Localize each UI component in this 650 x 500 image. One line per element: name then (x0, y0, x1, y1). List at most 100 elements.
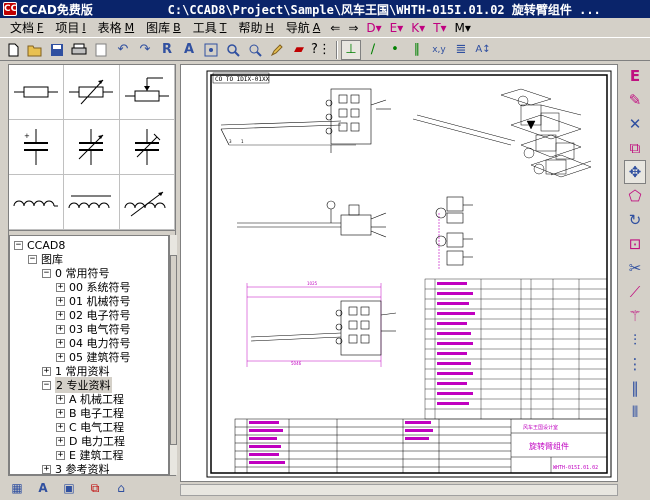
symbol-inductor[interactable] (9, 175, 65, 230)
pencil-icon[interactable] (267, 40, 287, 60)
expand-toggle-icon[interactable]: + (56, 309, 65, 320)
collapse-toggle-icon[interactable]: − (28, 253, 37, 264)
tree-node-power-engineering[interactable]: +D 电力工程 (56, 434, 125, 448)
tree-node-reference[interactable]: +3 参考资料 (42, 462, 110, 474)
parallel-lines-icon[interactable]: ‖ (631, 379, 639, 397)
copy-icon[interactable]: ⧉ (629, 139, 641, 157)
expand-toggle-icon[interactable]: + (56, 351, 65, 362)
print-icon[interactable] (69, 40, 89, 60)
brush-icon[interactable]: ✎ (628, 91, 642, 109)
nav-forward-arrow-icon[interactable]: ⇒ (348, 20, 359, 35)
linked-blocks-icon[interactable]: ⧉ (90, 480, 100, 495)
tree-node-electrical-engineering[interactable]: +C 电气工程 (56, 420, 124, 434)
tree-node-professional-info[interactable]: −2 专业资料 (42, 377, 112, 393)
font-icon[interactable]: A (38, 481, 48, 495)
expand-toggle-icon[interactable]: + (56, 295, 65, 306)
tree-node-electronic-symbols[interactable]: +02 电子符号 (56, 308, 131, 322)
trim-icon[interactable]: ⟋ (629, 283, 641, 301)
tree-scrollbar[interactable] (169, 235, 177, 475)
tool-k-dropdown[interactable]: K▾ (411, 20, 426, 35)
home-icon[interactable]: ⌂ (117, 481, 125, 495)
tree-node-mechanical-engineering[interactable]: +A 机械工程 (56, 392, 124, 406)
redo-icon[interactable]: ↷ (139, 42, 151, 57)
layers-icon[interactable]: ≣ (455, 42, 467, 57)
tree-node-common-info[interactable]: +1 常用资料 (42, 364, 110, 378)
symbol-variable-resistor[interactable] (64, 65, 120, 120)
nav-back-arrow-icon[interactable]: ⇐ (330, 20, 341, 35)
symbol-potentiometer[interactable] (119, 65, 175, 120)
edit-e-icon[interactable]: E (629, 67, 641, 85)
tool-m-dropdown[interactable]: M▾ (454, 20, 471, 35)
scale-icon[interactable]: ⊡ (628, 235, 642, 253)
undo-icon[interactable]: ↶ (117, 42, 129, 57)
expand-toggle-icon[interactable]: + (56, 393, 65, 404)
align-icon[interactable]: ⫶ (633, 331, 637, 349)
parallel-icon[interactable]: ∥ (413, 42, 421, 57)
tree-node-building-symbols[interactable]: +05 建筑符号 (56, 350, 131, 364)
tree-node-power-symbols[interactable]: +04 电力符号 (56, 336, 131, 350)
stretch-icon[interactable]: ⬠ (628, 187, 642, 205)
blank-page-icon[interactable] (91, 40, 111, 60)
expand-toggle-icon[interactable]: + (56, 407, 65, 418)
tool-e-dropdown[interactable]: E▾ (389, 20, 404, 35)
tree-node-library[interactable]: −图库 (28, 252, 63, 266)
info-icon[interactable]: ?⋮ (311, 42, 331, 57)
tree-scrollbar-thumb[interactable] (170, 255, 177, 445)
magic-wand-icon[interactable]: ⚚ (628, 307, 642, 325)
save-icon[interactable] (47, 40, 67, 60)
tool-d-dropdown[interactable]: D▾ (366, 20, 382, 35)
snap-icon[interactable]: ∕ (370, 42, 376, 57)
equal-spacing-icon[interactable]: ⦀ (631, 403, 639, 421)
zoom-fit-icon[interactable] (245, 40, 265, 60)
symbol-capacitor[interactable]: + (9, 120, 65, 175)
dimension-icon[interactable]: A↕ (475, 44, 491, 55)
collapse-toggle-icon[interactable]: − (42, 267, 51, 278)
grid-view-icon[interactable]: ▦ (11, 481, 23, 495)
ortho-icon[interactable]: ⊥ (341, 39, 361, 60)
tree-node-electrical-symbols[interactable]: +03 电气符号 (56, 322, 131, 336)
expand-toggle-icon[interactable]: + (56, 435, 65, 446)
expand-toggle-icon[interactable]: + (42, 365, 51, 376)
coordinate-icon[interactable]: x,y (432, 44, 446, 55)
image-icon[interactable]: ▣ (63, 481, 75, 495)
symbol-variable-capacitor[interactable] (64, 120, 120, 175)
tree-node-common-symbols[interactable]: −0 常用符号 (42, 266, 110, 280)
delete-icon[interactable]: ✕ (628, 115, 642, 133)
tree-node-building-engineering[interactable]: +E 建筑工程 (56, 448, 123, 462)
symbol-trimmer-capacitor[interactable] (119, 120, 175, 175)
expand-toggle-icon[interactable]: + (56, 449, 65, 460)
tree-node-mechanical-symbols[interactable]: +01 机械符号 (56, 294, 131, 308)
symbol-resistor[interactable] (9, 65, 65, 120)
expand-toggle-icon[interactable]: + (56, 323, 65, 334)
open-folder-icon[interactable] (25, 40, 45, 60)
tree-node-system-symbols[interactable]: +00 系统符号 (56, 280, 131, 294)
expand-toggle-icon[interactable]: + (56, 337, 65, 348)
expand-toggle-icon[interactable]: + (42, 463, 51, 474)
canvas-horizontal-scrollbar[interactable] (180, 484, 618, 496)
color-fill-icon[interactable]: ▰ (294, 42, 304, 57)
scissors-icon[interactable]: ✂ (628, 259, 642, 277)
point-snap-icon[interactable]: • (391, 42, 399, 57)
distribute-icon[interactable]: ⋮ (627, 355, 643, 373)
zoom-icon[interactable] (223, 40, 243, 60)
tree-node-electronic-engineering[interactable]: +B 电子工程 (56, 406, 124, 420)
rotate-object-icon[interactable]: ↻ (628, 211, 642, 229)
new-file-icon[interactable] (3, 40, 23, 60)
tree-node-root[interactable]: −CCAD8 (14, 238, 65, 252)
symbol-variable-inductor[interactable] (119, 175, 175, 230)
collapse-toggle-icon[interactable]: − (42, 379, 51, 390)
tool-t-dropdown[interactable]: T▾ (433, 20, 447, 35)
expand-toggle-icon[interactable]: + (56, 281, 65, 292)
rotate-icon[interactable]: R (161, 42, 172, 57)
move-icon[interactable]: ✥ (624, 160, 646, 184)
expand-toggle-icon[interactable]: + (56, 421, 65, 432)
symbol-core-inductor[interactable] (64, 175, 120, 230)
text-tool-icon[interactable]: A (183, 42, 195, 57)
